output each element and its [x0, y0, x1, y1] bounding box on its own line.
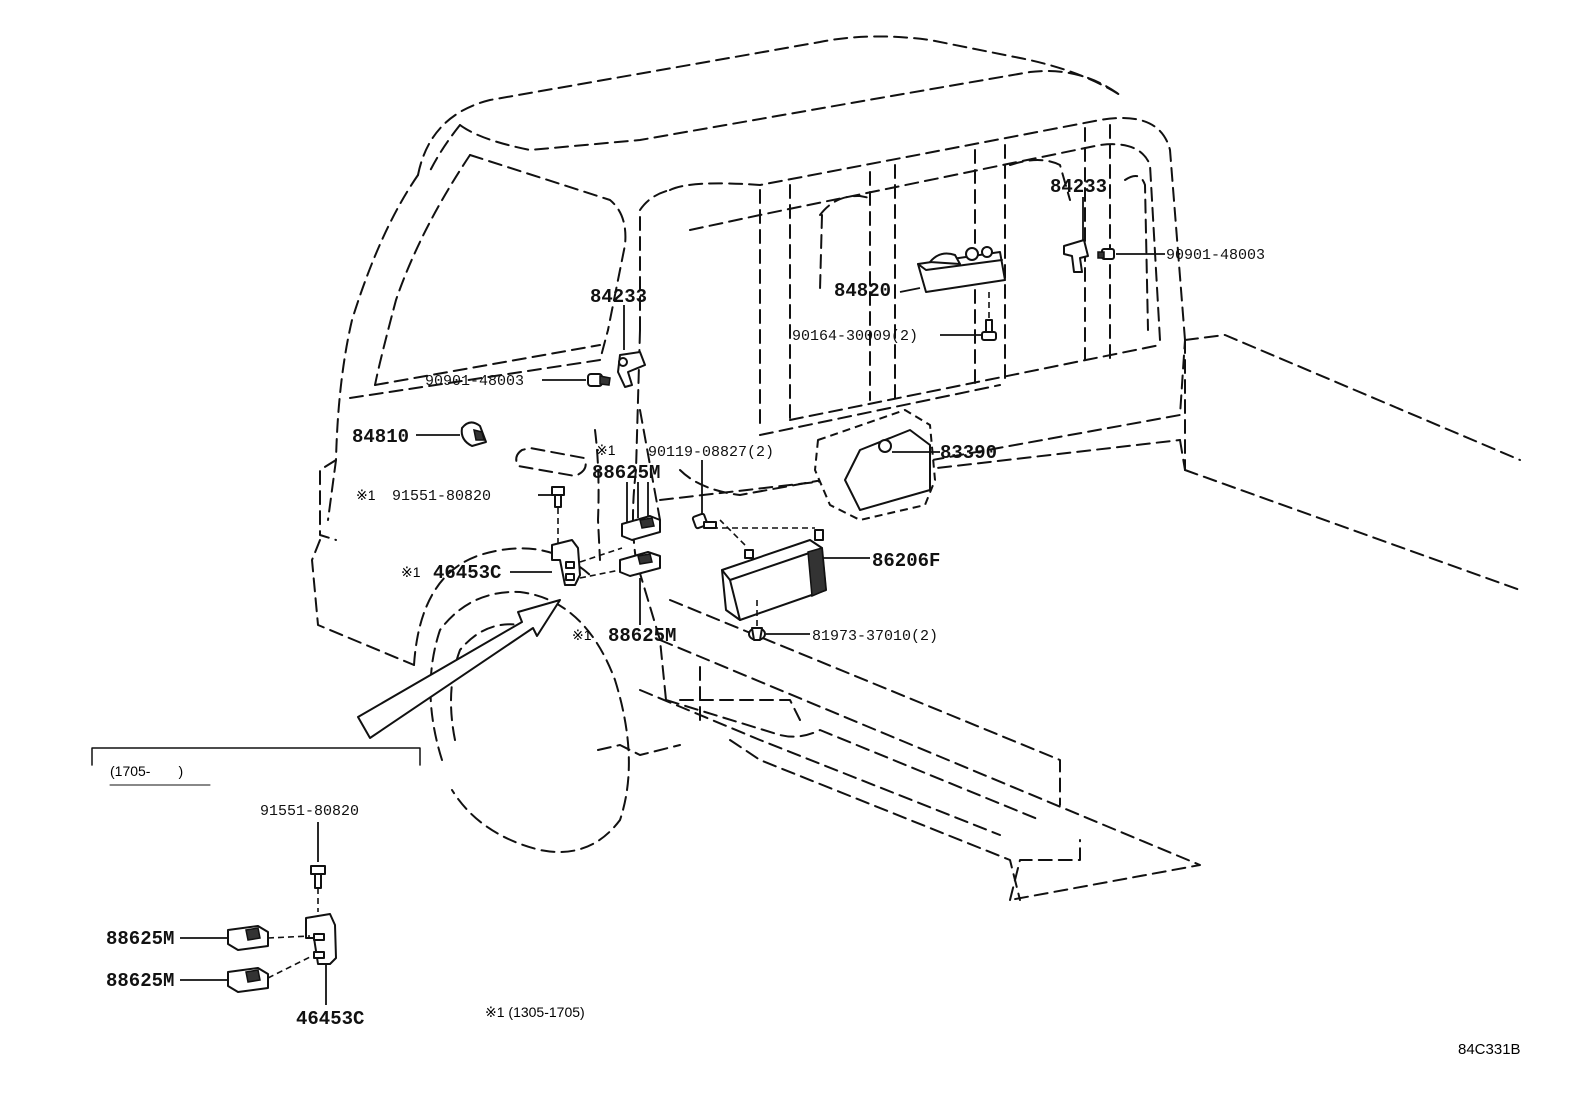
clip-81973: [748, 627, 766, 641]
label-84233-rear: 84233: [1050, 176, 1107, 198]
diagram-code: 84C331B: [1458, 1041, 1521, 1058]
parts: [460, 239, 1115, 641]
mark-note-1-88625-bottom: ※1: [572, 627, 592, 643]
label-84233-front: 84233: [590, 286, 647, 308]
inset-connector-88625M-lower: [227, 967, 269, 993]
inset-bracket-46453C: [305, 913, 337, 965]
door-courtesy-switch-rear: [1063, 239, 1089, 273]
connector-88625M-upper: [621, 515, 661, 541]
inset-range-label: (1705- ): [110, 763, 183, 779]
connector-88625M-lower: [619, 551, 661, 577]
clip-front: [587, 373, 611, 387]
module-86206F: [721, 529, 827, 621]
part-labels: 84233 90901-48003 84810 ※1 88625M ※1 915…: [352, 176, 1265, 647]
label-81973: 81973-37010(2): [812, 628, 938, 645]
inset-label-88625M-b: 88625M: [106, 970, 174, 992]
bolt-90119: [691, 512, 717, 530]
leader-lines: [416, 197, 1165, 635]
label-88625M-bottom: 88625M: [608, 625, 676, 647]
label-83390: 83390: [940, 442, 997, 464]
box-83390: [814, 409, 936, 521]
inset-detail: (1705- ) 91551-80820 88625M 88625M 46453: [91, 747, 421, 1030]
inset-connector-88625M-upper: [227, 925, 269, 951]
inset-label-91551: 91551-80820: [260, 803, 359, 820]
label-90164: 90164-30009(2): [792, 328, 918, 345]
inset-bolt-91551: [310, 865, 326, 889]
label-90119: 90119-08827(2): [648, 444, 774, 461]
label-86206F: 86206F: [872, 550, 940, 572]
label-88625M-top: 88625M: [592, 462, 660, 484]
label-90901-front: 90901-48003: [425, 373, 524, 390]
label-46453C-main: 46453C: [433, 562, 501, 584]
clip-rear: [1097, 248, 1115, 260]
mark-note-1-46453: ※1: [401, 564, 421, 580]
horn-switch-part: [460, 421, 487, 447]
footnote: ※1 (1305-1705): [485, 1004, 585, 1020]
bracket-46453C-main: [551, 539, 581, 586]
inset-label-46453C: 46453C: [296, 1008, 364, 1030]
screw-90164: [981, 319, 997, 341]
mark-note-1-top: ※1: [596, 442, 616, 458]
mark-note-1-91551: ※1: [356, 487, 376, 503]
detail-arrow: [357, 599, 561, 739]
label-84810: 84810: [352, 426, 409, 448]
label-91551-main: 91551-80820: [392, 488, 491, 505]
truck-body-outline: [311, 35, 1521, 901]
label-84820: 84820: [834, 280, 891, 302]
door-courtesy-switch-front: [617, 351, 646, 388]
label-90901-rear: 90901-48003: [1166, 247, 1265, 264]
bolt-91551-main: [551, 486, 565, 508]
power-window-switch: [917, 246, 1006, 293]
inset-label-88625M-a: 88625M: [106, 928, 174, 950]
